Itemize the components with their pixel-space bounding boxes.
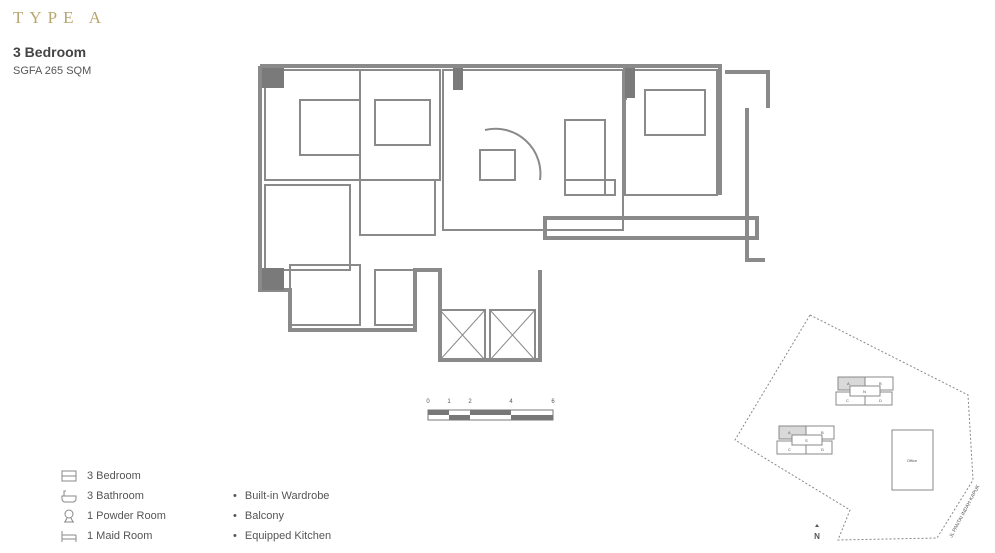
feature-maid-room: 1 Maid Room: [60, 526, 166, 546]
unit-label: D: [879, 398, 882, 403]
scale-tick: 2: [468, 399, 472, 405]
amenity-item: Balcony: [233, 506, 331, 526]
scale-tick: 1: [447, 399, 451, 405]
feature-bathroom: 3 Bathroom: [60, 486, 166, 506]
unit-title: 3 Bedroom: [13, 44, 87, 60]
unit-area: SGFA 265 SQM: [13, 65, 92, 77]
unit-label: A: [847, 381, 850, 386]
feature-powder-room: 1 Powder Room: [60, 506, 166, 526]
office-building: [891, 429, 934, 491]
amenity-item: Built-in Wardrobe: [233, 486, 331, 506]
maid-bed-icon: [61, 531, 77, 542]
unit-label: B: [879, 381, 882, 386]
feature-list: 3 Bedroom 3 Bathroom 1 Powder Room 1 Mai…: [60, 466, 166, 546]
office-label: Office: [907, 458, 918, 463]
bathtub-icon: [61, 490, 77, 503]
unit-label: C: [788, 447, 791, 452]
scale-tick: 0: [426, 399, 430, 405]
north-label: N: [814, 532, 820, 541]
scale-tick: 4: [509, 399, 513, 405]
unit-label: N: [863, 389, 866, 394]
unit-label: C: [846, 398, 849, 403]
floor-plan: [258, 64, 770, 362]
scale-tick: 6: [551, 399, 555, 405]
scale-bar: 0 1 2 4 6: [426, 399, 555, 421]
site-boundary: [734, 314, 974, 541]
tower-2: A B S C D: [776, 425, 835, 455]
unit-label: B: [821, 430, 824, 435]
feature-bedroom: 3 Bedroom: [60, 466, 166, 486]
unit-label: D: [821, 447, 824, 452]
north-arrow-icon: [815, 524, 819, 527]
tower-1: A B N C D: [835, 376, 894, 406]
bed-icon: [61, 470, 77, 482]
unit-label: S: [805, 438, 808, 443]
powder-room-icon: [64, 509, 74, 523]
unit-label: A: [788, 430, 791, 435]
amenity-item: Equipped Kitchen: [233, 526, 331, 546]
site-plan: A B N C D A B S C D Office JL PANTAI IND…: [734, 314, 982, 541]
amenity-list: Built-in Wardrobe Balcony Equipped Kitch…: [233, 486, 331, 546]
unit-type: TYPE A: [13, 8, 108, 27]
road-label: JL PANTAI INDAH KAPUK: [948, 483, 981, 539]
